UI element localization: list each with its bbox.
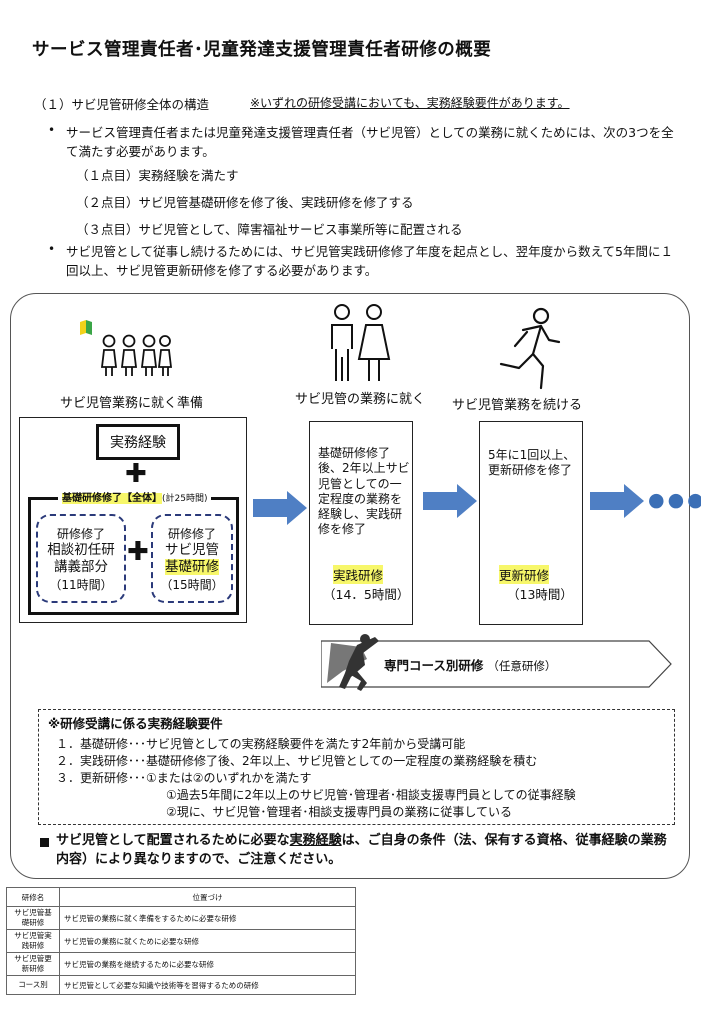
koshin-label: 更新研修: [499, 565, 550, 584]
step3-box: [479, 421, 583, 625]
section-label: （１）サビ児管研修全体の構造: [34, 97, 210, 112]
arrow-right-icon: [253, 491, 307, 525]
soudan-training-box: 研修修了 相談初任研 講義部分 （11時間）: [36, 514, 126, 603]
work-experience-box: 実務経験: [96, 424, 180, 460]
plus-icon: ✚: [125, 459, 147, 489]
jissen-label: 実践研修: [333, 565, 384, 584]
bullet-dot: •: [48, 123, 56, 137]
senmon-label: 専門コース別研修 （任意研修）: [384, 658, 557, 673]
requirement-item: ２．実践研修･･･基礎研修修了後、2年以上、サビ児管としての一定程度の業務経験を…: [56, 754, 538, 768]
underlined-term: 実務経験: [289, 833, 342, 848]
stage-start: サビ児管の業務に就く: [295, 392, 426, 407]
legend-header: 位置づけ: [59, 887, 356, 907]
table-row: サビ児管更新研修サビ児管の業務を継続するために必要な研修: [6, 952, 356, 976]
table-row: サビ児管基礎研修サビ児管の業務に就く準備をするために必要な研修: [6, 906, 356, 930]
stage-prepare: サビ児管業務に就く準備: [60, 396, 204, 411]
couple-icon: [331, 304, 391, 381]
people-group-icon: [80, 320, 172, 376]
requirements-box: [38, 709, 675, 825]
requirement-subitem: ①過去5年間に2年以上のサビ児管･管理者･相談支援専門員としての従事経験: [166, 788, 576, 802]
section-note: ※いずれの研修受講においても、実務経験要件があります。: [250, 96, 570, 110]
step1-box: [19, 417, 247, 623]
step2-text: 基礎研修修了後、2年以上サビ児管としての一定程度の業務を経験し、実践研修を修了: [318, 446, 410, 537]
requirements-title: ※研修受講に係る実務経験要件: [48, 716, 223, 731]
step2-box: [309, 421, 413, 625]
point-2: （２点目）サビ児管基礎研修を修了後、実践研修を修了する: [76, 195, 414, 210]
arrow-right-icon: [423, 484, 477, 518]
bullet-text: サービス管理責任者または児童発達支援管理責任者（サビ児管）としての業務に就くため…: [66, 125, 674, 159]
kiso-training-highlight: 基礎研修: [165, 559, 219, 575]
senmon-arrow-banner: [321, 634, 672, 691]
diagram-panel: [10, 293, 690, 879]
page-title: サービス管理責任者･児童発達支援管理責任者研修の概要: [32, 40, 492, 60]
plus-icon: ✚: [127, 537, 149, 567]
kiso-training-box: 研修修了 サビ児管 基礎研修 （15時間）: [151, 514, 233, 603]
jissen-hours: （14．5時間）: [323, 587, 410, 602]
step3-text: 5年に1回以上、更新研修を修了: [488, 448, 576, 478]
table-row: コース別サビ児管として必要な知識や技術等を習得するための研修: [6, 975, 356, 995]
continuation-dots: ●●●: [648, 489, 701, 511]
bullet-dot: •: [48, 242, 56, 256]
stage-continue: サビ児管業務を続ける: [452, 398, 583, 413]
caution-note: サビ児管として配置されるために必要な実務経験は、ご自身の条件（法、保有する資格、…: [56, 833, 667, 867]
legend-header: 研修名: [6, 887, 60, 907]
requirement-subitem: ②現に、サビ児管･管理者･相談支援専門員の業務に従事している: [166, 805, 513, 819]
table-row: サビ児管実践研修サビ児管の業務に就くために必要な研修: [6, 929, 356, 953]
runner-icon: [499, 307, 561, 390]
requirement-item: ３．更新研修･･･①または②のいずれかを満たす: [56, 771, 312, 785]
bullet-text: サビ児管として従事し続けるためには、サビ児管実践研修修了年度を起点とし、翌年度か…: [66, 244, 673, 278]
point-3: （３点目）サビ児管として、障害福祉サービス事業所等に配置される: [76, 222, 463, 237]
superhero-icon: [327, 634, 379, 691]
point-1: （１点目）実務経験を満たす: [76, 168, 239, 183]
requirement-item: １．基礎研修･･･サビ児管としての実務経験要件を満たす2年前から受講可能: [56, 737, 466, 751]
legend-table: 研修名位置づけ サビ児管基礎研修サビ児管の業務に就く準備をするために必要な研修 …: [6, 887, 356, 995]
square-bullet-icon: [40, 838, 49, 847]
arrow-right-icon: [590, 484, 644, 518]
koshin-hours: （13時間）: [507, 587, 573, 602]
kiso-label: 基礎研修修了【全体】(計25時間): [58, 489, 212, 504]
